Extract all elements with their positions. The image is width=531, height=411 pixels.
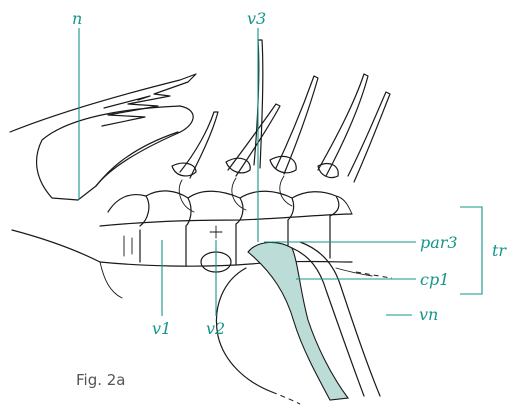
label-v1: v1: [152, 319, 171, 338]
bracket-tr: [460, 206, 483, 295]
neural-spines: [179, 39, 391, 183]
stippled-caps: [171, 155, 339, 213]
label-tr: tr: [492, 241, 507, 260]
label-v3: v3: [247, 9, 266, 28]
label-n: n: [72, 9, 82, 28]
leader-lines: [78, 28, 483, 316]
label-v2: v2: [206, 319, 225, 338]
vertebral-column: [99, 190, 353, 267]
label-par3: par3: [420, 233, 458, 252]
neurocranium: [9, 73, 197, 299]
figure-caption: Fig. 2a: [76, 371, 126, 389]
label-vn: vn: [419, 305, 438, 324]
visceral-arch-vn: [215, 267, 393, 405]
label-cp1: cp1: [420, 270, 449, 289]
rib-cp1: [247, 241, 381, 401]
